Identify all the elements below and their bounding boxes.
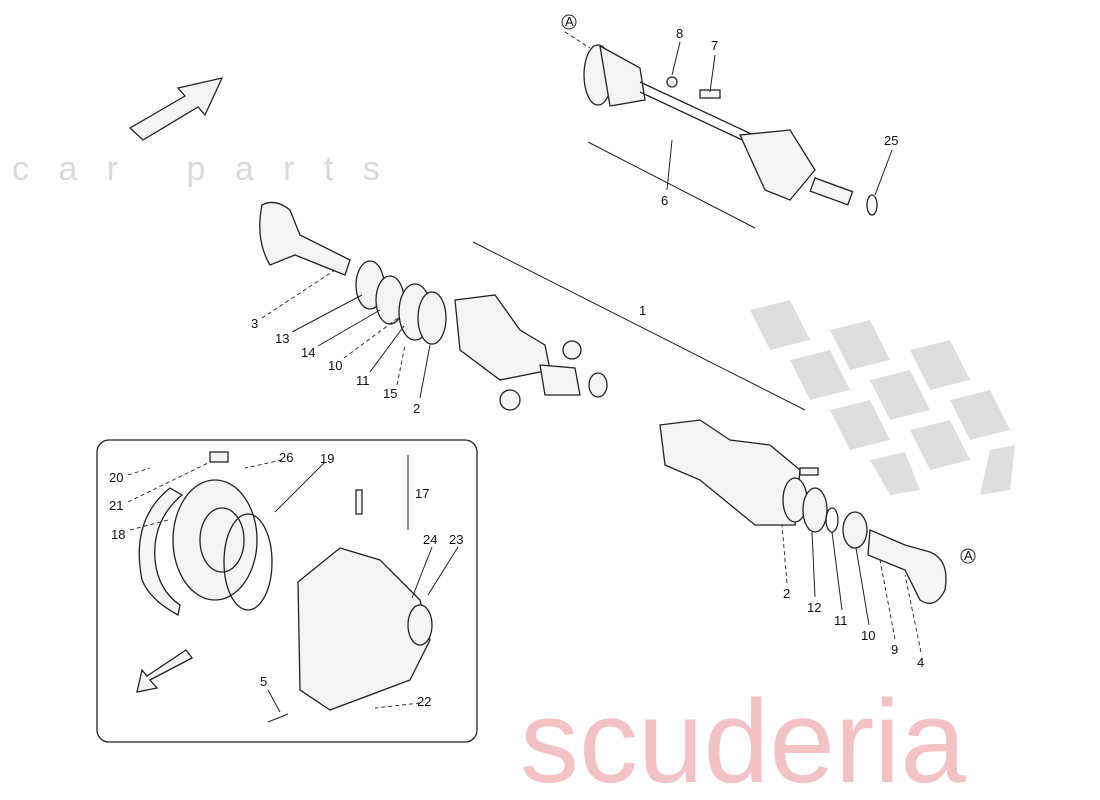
- callout-11: 11: [834, 613, 848, 628]
- reference-mark-a: [561, 14, 577, 30]
- reference-mark-a: [960, 548, 976, 564]
- reference-mark-label: A: [565, 14, 574, 29]
- leader-lines: [127, 41, 922, 713]
- callout-4: 4: [917, 655, 924, 670]
- callout-1: 1: [639, 303, 646, 318]
- callout-21: 21: [109, 498, 123, 513]
- clutch-housing-assembly: [138, 451, 433, 723]
- callout-9: 9: [891, 642, 898, 657]
- direction-arrow-icon: [128, 77, 224, 141]
- callout-11: 11: [356, 373, 370, 388]
- callout-23: 23: [449, 532, 463, 547]
- callout-10: 10: [861, 628, 875, 643]
- callout-19: 19: [320, 451, 334, 466]
- callout-25: 25: [884, 133, 898, 148]
- callout-7: 7: [711, 38, 718, 53]
- callout-5: 5: [260, 674, 267, 689]
- callout-24: 24: [423, 532, 437, 547]
- callout-labels: 8 7 25 6 1 3 13 14 10 11 15 2 2 12 11 10…: [109, 26, 924, 709]
- callout-3: 3: [251, 316, 258, 331]
- callout-20: 20: [109, 470, 123, 485]
- watermark-brand: scuderia: [520, 676, 966, 800]
- inset-box: [96, 439, 478, 743]
- drive-shaft-assembly: [583, 44, 878, 229]
- callout-22: 22: [417, 694, 431, 709]
- direction-arrow-icon: [136, 649, 193, 693]
- callout-18: 18: [111, 527, 125, 542]
- callout-6: 6: [661, 193, 668, 208]
- callout-17: 17: [415, 486, 429, 501]
- callout-13: 13: [275, 331, 289, 346]
- output-shaft-assembly: [659, 419, 947, 604]
- callout-2: 2: [413, 401, 420, 416]
- callout-26: 26: [279, 450, 293, 465]
- reference-mark-label: A: [964, 548, 973, 563]
- callout-15: 15: [383, 386, 397, 401]
- differential-assembly: [259, 201, 806, 411]
- callout-2: 2: [783, 586, 790, 601]
- callout-14: 14: [301, 345, 315, 360]
- watermark-checkered-flag: [750, 300, 1015, 495]
- callout-10: 10: [328, 358, 342, 373]
- watermark-sub: c a r p a r t s: [12, 150, 390, 188]
- callout-8: 8: [676, 26, 683, 41]
- callout-12: 12: [807, 600, 821, 615]
